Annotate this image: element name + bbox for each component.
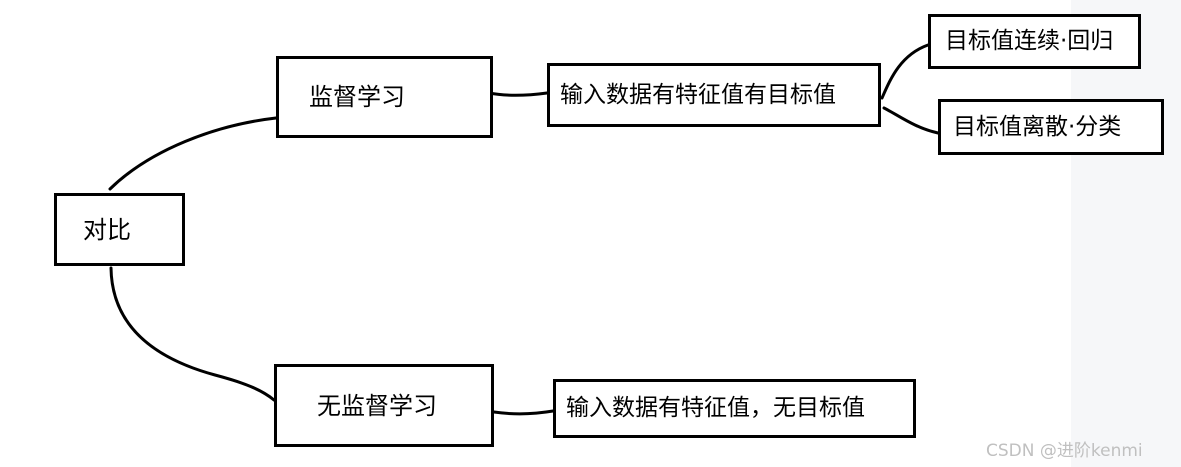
root-node-label: 对比	[83, 215, 131, 244]
csdn-watermark: CSDN @进阶kenmi	[986, 441, 1143, 461]
unsupervised-learning-label: 无监督学习	[317, 391, 437, 420]
edge-input-to-classification	[882, 106, 940, 135]
unsupervised-learning-node: 无监督学习	[274, 364, 494, 447]
supervised-learning-label: 监督学习	[309, 83, 405, 111]
supervised-input-node: 输入数据有特征值有目标值	[547, 63, 881, 127]
supervised-learning-node: 监督学习	[276, 56, 493, 138]
edge-unsupervised-to-input	[492, 409, 555, 416]
supervised-input-label: 输入数据有特征值有目标值	[560, 81, 836, 108]
edge-supervised-to-input	[487, 91, 549, 97]
unsupervised-input-label: 输入数据有特征值，无目标值	[566, 395, 865, 421]
edge-root-to-supervised	[108, 116, 278, 191]
root-node-compare: 对比	[54, 193, 185, 266]
edge-input-to-regression	[880, 43, 930, 100]
side-panel-strip	[1071, 0, 1181, 467]
regression-node: 目标值连续·回归	[928, 14, 1141, 69]
classification-node: 目标值离散·分类	[938, 99, 1164, 155]
classification-label: 目标值离散·分类	[953, 113, 1122, 140]
regression-label: 目标值连续·回归	[945, 28, 1114, 54]
edge-root-to-unsupervised	[109, 266, 276, 402]
unsupervised-input-node: 输入数据有特征值，无目标值	[553, 379, 916, 438]
